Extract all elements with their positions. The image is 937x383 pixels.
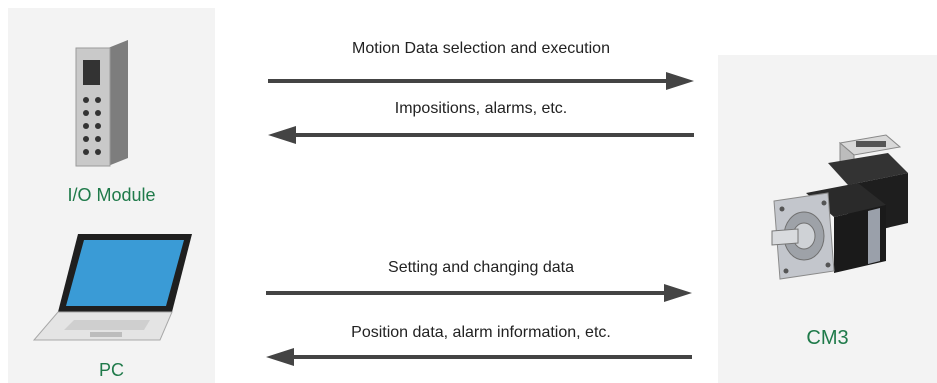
io-module-icon [68, 38, 138, 173]
arrow-label-impositions: Impositions, alarms, etc. [394, 100, 568, 117]
pc-panel: PC [8, 212, 215, 383]
arrow-left-bottom [266, 346, 692, 368]
motor-label: CM3 [806, 327, 849, 349]
laptop-icon [30, 230, 195, 345]
arrow-left-top [268, 124, 694, 146]
arrow-right-bottom [266, 282, 692, 304]
arrow-label-position-data: Position data, alarm information, etc. [351, 324, 611, 341]
motor-icon [768, 133, 918, 283]
arrow-label-motion-data: Motion Data selection and execution [352, 40, 610, 57]
io-module-label: I/O Module [67, 185, 156, 205]
motor-panel: CM3 [718, 55, 937, 383]
io-module-panel: I/O Module [8, 8, 215, 215]
arrow-right-top [268, 70, 694, 92]
arrow-label-setting-data: Setting and changing data [388, 259, 574, 276]
pc-label: PC [98, 360, 124, 380]
